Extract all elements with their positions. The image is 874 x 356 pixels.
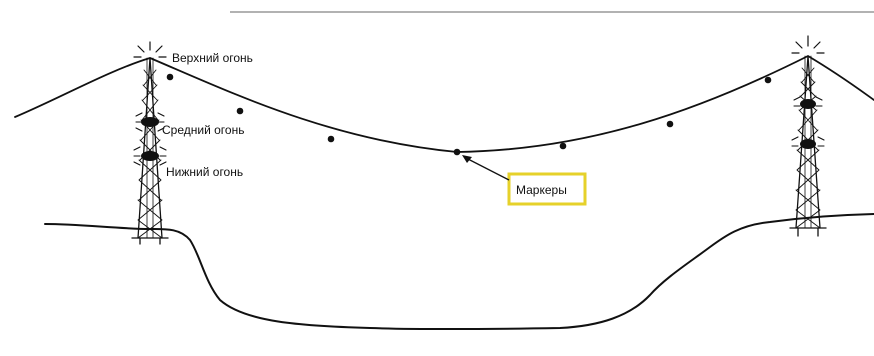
cable-markers <box>166 73 772 156</box>
marker-dot-icon <box>236 107 244 115</box>
markers-callout: Маркеры <box>462 155 587 206</box>
tower-icon <box>131 57 169 245</box>
marker-dot-icon <box>666 120 674 128</box>
callout-box <box>507 172 587 206</box>
arrowhead <box>462 155 472 163</box>
marker-dot-icon <box>559 142 567 150</box>
warning-light-icon <box>133 41 167 58</box>
label-bottom-light: Нижний огонь <box>166 165 243 179</box>
label-top-light: Верхний огонь <box>172 51 253 65</box>
arrow-icon <box>465 157 510 181</box>
warning-light-icon <box>791 35 825 54</box>
marker-dot-icon <box>327 135 335 143</box>
marker-dot-icon <box>166 73 174 81</box>
middle-light-right <box>793 96 823 109</box>
middle-light-left <box>135 112 165 132</box>
label-middle-light: Средний огонь <box>162 123 244 137</box>
marker-dot-icon <box>764 76 772 84</box>
marker-dot-icon <box>453 148 461 156</box>
ground-profile <box>44 213 874 331</box>
bottom-light-left <box>133 146 167 166</box>
label-markers: Маркеры <box>516 183 567 197</box>
bottom-light-right <box>791 136 825 149</box>
